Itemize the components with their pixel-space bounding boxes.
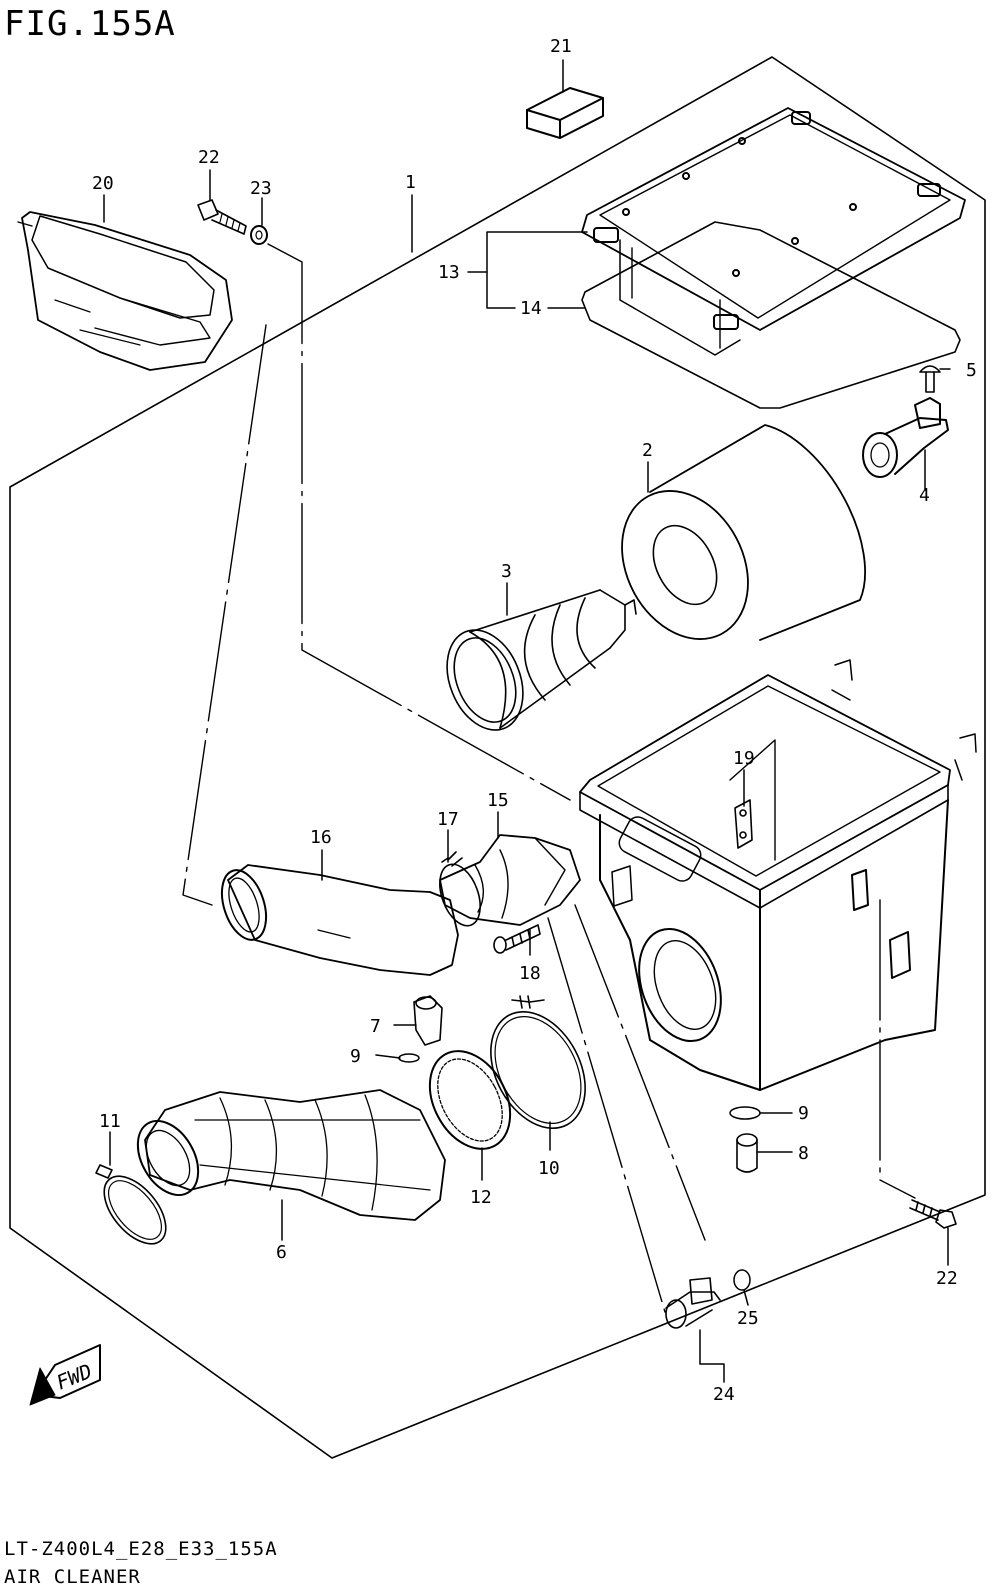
callout-1: 1 (405, 172, 416, 193)
filter-cage-part-3 (446, 589, 637, 731)
callout-16: 16 (310, 827, 332, 848)
callout-6: 6 (276, 1242, 287, 1263)
callout-13: 13 (438, 262, 460, 283)
callout-22-right: 22 (936, 1268, 958, 1289)
callout-4: 4 (919, 485, 930, 506)
washer-part-23 (250, 225, 268, 245)
callout-17: 17 (437, 809, 459, 830)
oring-part-9-upper (398, 1053, 420, 1063)
fitting-part-7 (413, 995, 443, 1046)
drawing-code: LT-Z400L4_E28_E33_155A (4, 1538, 278, 1560)
callout-8: 8 (798, 1143, 809, 1164)
callout-20: 20 (92, 173, 114, 194)
sponge-part-21 (526, 87, 604, 139)
drain-fitting-part-24 (665, 1277, 721, 1329)
intake-pipe-part-6 (136, 1089, 446, 1221)
clamp-part-11 (95, 1164, 167, 1245)
callout-numbers: 1 2 3 4 5 6 7 8 9 9 10 11 12 13 14 15 16… (92, 36, 977, 1405)
figure-title: FIG.155A (4, 4, 176, 44)
callout-11: 11 (99, 1111, 121, 1132)
lid-seal-part-14 (581, 221, 961, 409)
drain-part-4 (862, 397, 949, 478)
callout-9-lower: 9 (798, 1103, 809, 1124)
callout-7: 7 (370, 1016, 381, 1037)
clamp-part-17 (439, 851, 481, 927)
fwd-arrow-icon: FWD (29, 1344, 101, 1406)
alignment-lines (182, 243, 916, 1313)
callout-15: 15 (487, 790, 509, 811)
grommet-part-19 (734, 799, 753, 849)
callout-22-top: 22 (198, 147, 220, 168)
screw-part-18 (493, 924, 541, 954)
callout-14: 14 (520, 298, 542, 319)
intake-cover-part-20 (17, 211, 233, 371)
callout-3: 3 (501, 561, 512, 582)
outlet-joint-part-15 (439, 834, 581, 926)
cleaner-case-part-1 (579, 659, 977, 1091)
cleaner-lid-part-13 (581, 107, 966, 356)
callout-9-upper: 9 (350, 1046, 361, 1067)
tube-part-8 (736, 1133, 758, 1173)
leader-lines (103, 59, 951, 1383)
callout-23: 23 (250, 178, 272, 199)
callout-12: 12 (470, 1187, 492, 1208)
intake-tube-part-16 (220, 864, 459, 976)
clamp-part-10 (490, 995, 586, 1129)
callout-5: 5 (966, 360, 977, 381)
assembly-name: AIR CLEANER (4, 1566, 141, 1588)
bolt-part-22-right (909, 1199, 957, 1229)
callout-24: 24 (713, 1384, 735, 1405)
assembly-boundary (9, 56, 986, 1459)
callout-18: 18 (519, 963, 541, 984)
screw-part-5 (919, 365, 941, 393)
callout-25: 25 (737, 1308, 759, 1329)
callout-19: 19 (733, 748, 755, 769)
oring-part-9-lower (729, 1106, 761, 1120)
washer-part-25 (733, 1269, 751, 1291)
callout-2: 2 (642, 440, 653, 461)
callout-10: 10 (538, 1158, 560, 1179)
callout-21: 21 (550, 36, 572, 57)
bolt-part-22-top (197, 199, 247, 235)
screen-part-12 (428, 1050, 512, 1150)
filter-element-part-2 (621, 424, 866, 641)
